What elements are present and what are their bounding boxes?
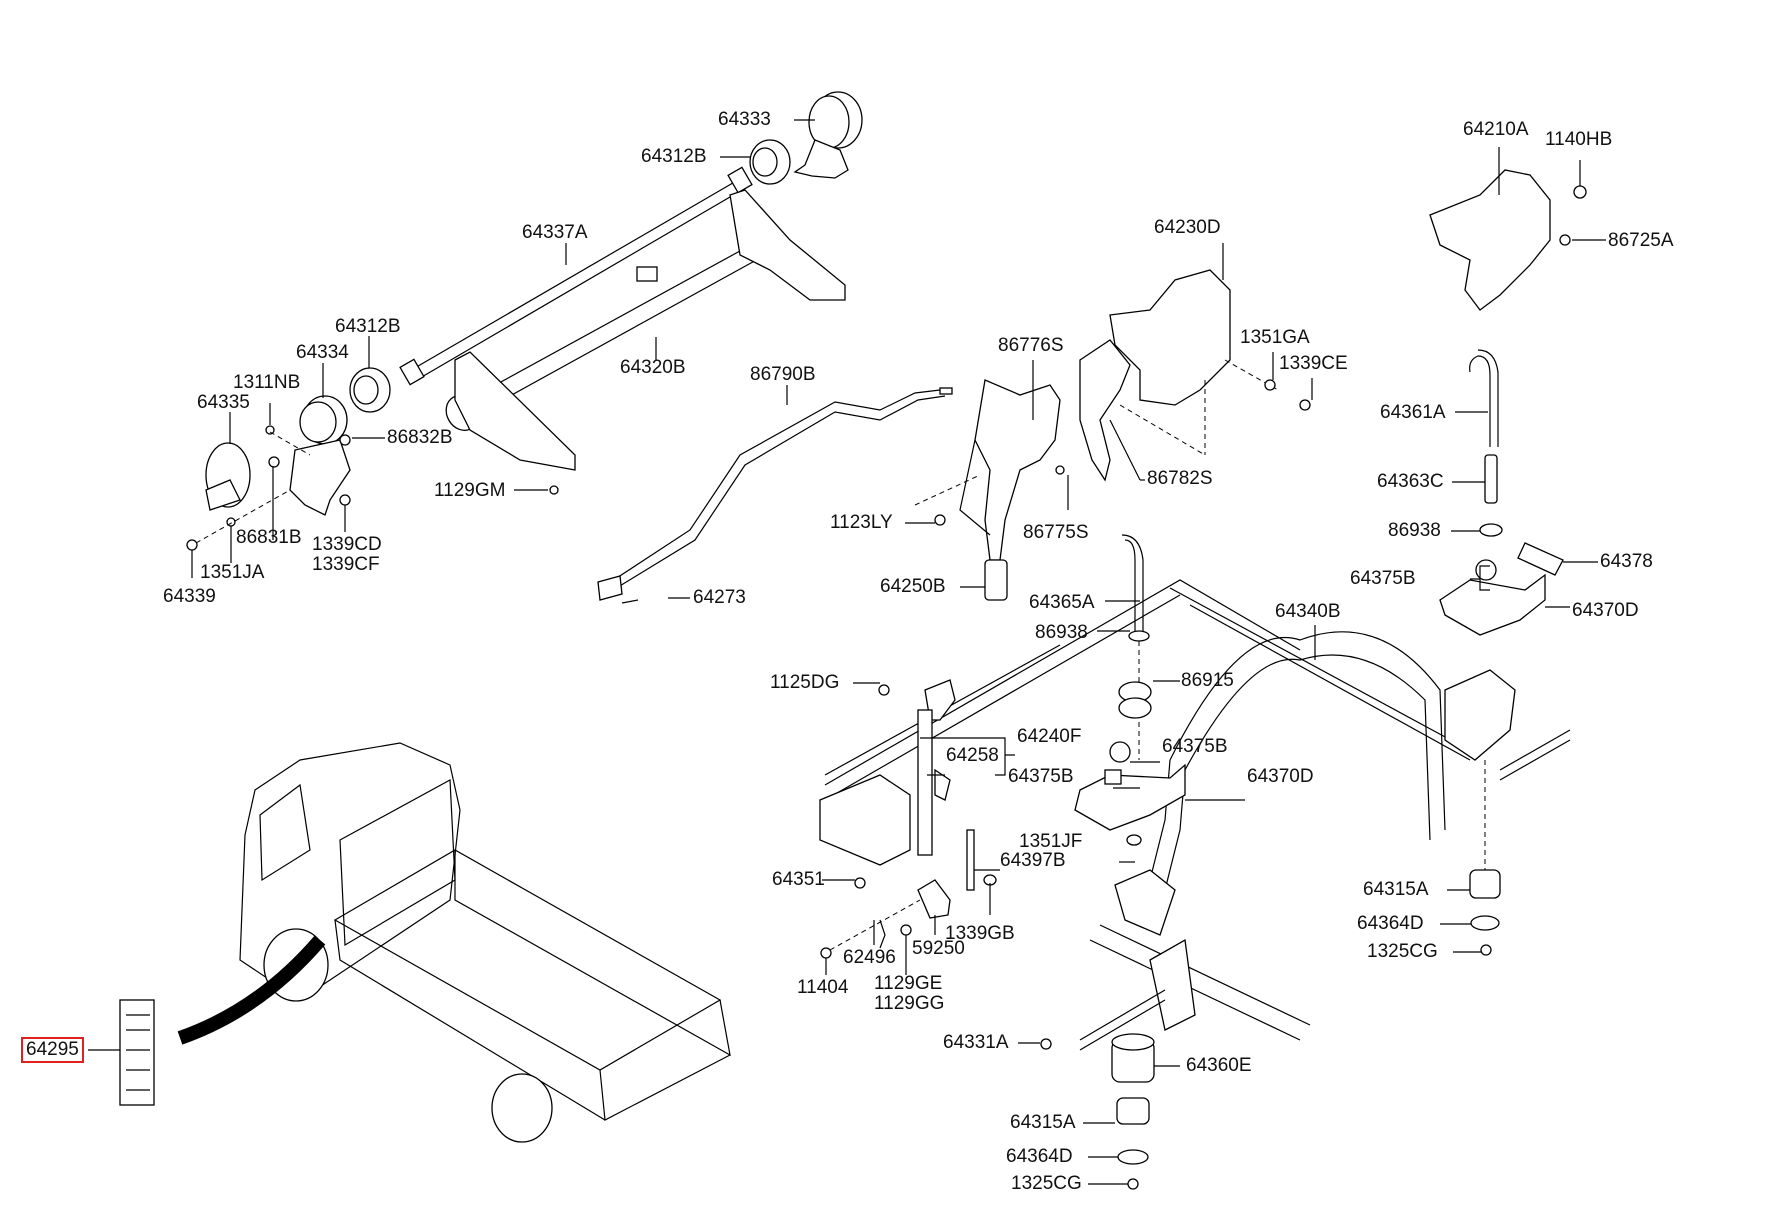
part-label-1351GA[interactable]: 1351GA <box>1240 327 1310 348</box>
part-label-1339CF[interactable]: 1339CF <box>312 554 380 575</box>
part-label-64250B[interactable]: 64250B <box>880 576 946 597</box>
part-label-1325CG-right[interactable]: 1325CG <box>1367 941 1438 962</box>
part-label-1325CG-bottom[interactable]: 1325CG <box>1011 1173 1082 1194</box>
part-label-64364D-right[interactable]: 64364D <box>1357 913 1424 934</box>
hinge-bracket-59250[interactable] <box>820 877 951 959</box>
part-label-1339CE[interactable]: 1339CE <box>1279 353 1348 374</box>
part-label-64320B[interactable]: 64320B <box>620 357 686 378</box>
part-label-64339[interactable]: 64339 <box>163 586 216 607</box>
part-label-64375B-mid[interactable]: 64375B <box>1162 736 1228 757</box>
leader-lines <box>88 119 1606 1185</box>
cab-bracket-lower[interactable] <box>1079 869 1196 1051</box>
part-label-64210A[interactable]: 64210A <box>1463 119 1529 140</box>
leader-band <box>177 935 326 1045</box>
part-label-64351[interactable]: 64351 <box>772 869 825 890</box>
tilt-lock-64230D[interactable] <box>1109 269 1279 456</box>
part-label-64335[interactable]: 64335 <box>197 392 250 413</box>
stopper-bracket-mid[interactable] <box>1074 741 1186 831</box>
part-label-64333[interactable]: 64333 <box>718 109 771 130</box>
part-label-64397B[interactable]: 64397B <box>1000 850 1066 871</box>
part-label-1129GG[interactable]: 1129GG <box>874 993 945 1014</box>
part-label-64312B-top[interactable]: 64312B <box>641 146 707 167</box>
part-label-86725A[interactable]: 86725A <box>1608 230 1674 251</box>
bearing-64312B-top[interactable] <box>749 139 791 185</box>
part-label-64230D[interactable]: 64230D <box>1154 217 1221 238</box>
part-label-64370D-right[interactable]: 64370D <box>1572 600 1639 621</box>
part-label-1351JA[interactable]: 1351JA <box>200 562 265 583</box>
part-label-64370D-mid[interactable]: 64370D <box>1247 766 1314 787</box>
rubber-86915[interactable] <box>1118 681 1152 719</box>
part-label-86782S[interactable]: 86782S <box>1147 468 1213 489</box>
part-label-86832B[interactable]: 86832B <box>387 427 453 448</box>
washer-86938-right[interactable] <box>1479 523 1503 537</box>
part-label-64273[interactable]: 64273 <box>693 587 746 608</box>
lever-assembly[interactable] <box>959 379 1061 601</box>
front-lock-64210A[interactable] <box>1429 169 1587 311</box>
frame-cross-member[interactable] <box>819 579 1471 1041</box>
part-label-1311NB[interactable]: 1311NB <box>233 372 301 393</box>
part-label-64364D-bottom[interactable]: 64364D <box>1006 1146 1073 1167</box>
part-label-64361A[interactable]: 64361A <box>1380 402 1446 423</box>
decal-64295[interactable] <box>119 999 155 1106</box>
part-label-64312B-mid[interactable]: 64312B <box>335 316 401 337</box>
hook-bolt-64361A[interactable] <box>1469 349 1499 447</box>
part-label-64365A[interactable]: 64365A <box>1029 592 1095 613</box>
part-label-64363C[interactable]: 64363C <box>1377 471 1444 492</box>
part-label-64360E[interactable]: 64360E <box>1186 1055 1252 1076</box>
part-label-64375B-left[interactable]: 64375B <box>1008 766 1074 787</box>
part-label-64295-highlighted[interactable]: 64295 <box>21 1037 84 1063</box>
part-label-64340B[interactable]: 64340B <box>1275 601 1341 622</box>
part-label-86790B[interactable]: 86790B <box>750 364 816 385</box>
part-label-59250[interactable]: 59250 <box>912 938 965 959</box>
part-label-64337A[interactable]: 64337A <box>522 222 588 243</box>
part-label-11404[interactable]: 11404 <box>797 977 849 998</box>
part-label-64378[interactable]: 64378 <box>1600 551 1653 572</box>
part-label-1129GM[interactable]: 1129GM <box>434 480 506 501</box>
stopper-bracket-right[interactable] <box>1439 542 1564 636</box>
part-label-64331A[interactable]: 64331A <box>943 1032 1009 1053</box>
part-label-1129GE[interactable]: 1129GE <box>874 973 943 994</box>
part-label-86938-right[interactable]: 86938 <box>1388 520 1441 541</box>
part-label-86831B[interactable]: 86831B <box>236 527 302 548</box>
part-label-86775S[interactable]: 86775S <box>1023 522 1089 543</box>
part-label-86915[interactable]: 86915 <box>1181 670 1234 691</box>
mount-bracket-left[interactable] <box>289 439 351 516</box>
bushing-64333[interactable] <box>793 91 863 179</box>
part-label-1125DG[interactable]: 1125DG <box>770 672 840 693</box>
cover-64335[interactable] <box>205 442 251 511</box>
part-label-64334[interactable]: 64334 <box>296 342 349 363</box>
hinge-64240F[interactable] <box>878 679 956 856</box>
part-label-64375B-right[interactable]: 64375B <box>1350 568 1416 589</box>
tilt-rod-86790B[interactable] <box>597 387 953 604</box>
bushing-64334[interactable] <box>299 395 348 445</box>
part-label-64315A-bottom[interactable]: 64315A <box>1010 1112 1076 1133</box>
hook-bolt-64365A[interactable] <box>1121 534 1144 635</box>
part-label-64240F[interactable]: 64240F <box>1017 726 1082 747</box>
part-label-1351JF[interactable]: 1351JF <box>1019 831 1083 852</box>
small-fasteners-lock <box>914 379 1311 526</box>
latch-86782S[interactable] <box>1079 339 1131 482</box>
part-label-86938-mid[interactable]: 86938 <box>1035 622 1088 643</box>
bearing-64312B-mid[interactable] <box>349 367 391 413</box>
part-label-1339CD[interactable]: 1339CD <box>312 534 382 555</box>
part-label-1123LY[interactable]: 1123LY <box>830 512 893 533</box>
part-label-1140HB[interactable]: 1140HB <box>1545 129 1613 150</box>
tilt-arm-64340B[interactable] <box>1149 631 1571 891</box>
part-label-1339GB[interactable]: 1339GB <box>945 923 1015 944</box>
part-label-86776S[interactable]: 86776S <box>998 335 1064 356</box>
part-label-64258[interactable]: 64258 <box>946 745 999 766</box>
torsion-bar-assembly[interactable] <box>399 166 846 471</box>
mount-rubber-right[interactable] <box>1469 760 1501 956</box>
fasteners-left <box>186 425 559 551</box>
part-label-62496[interactable]: 62496 <box>843 947 896 968</box>
sleeve-64363C[interactable] <box>1484 454 1498 504</box>
washer-86938-mid[interactable] <box>1128 630 1150 760</box>
part-label-64315A-right[interactable]: 64315A <box>1363 879 1429 900</box>
mount-rubber-lower[interactable] <box>1040 1033 1155 1190</box>
